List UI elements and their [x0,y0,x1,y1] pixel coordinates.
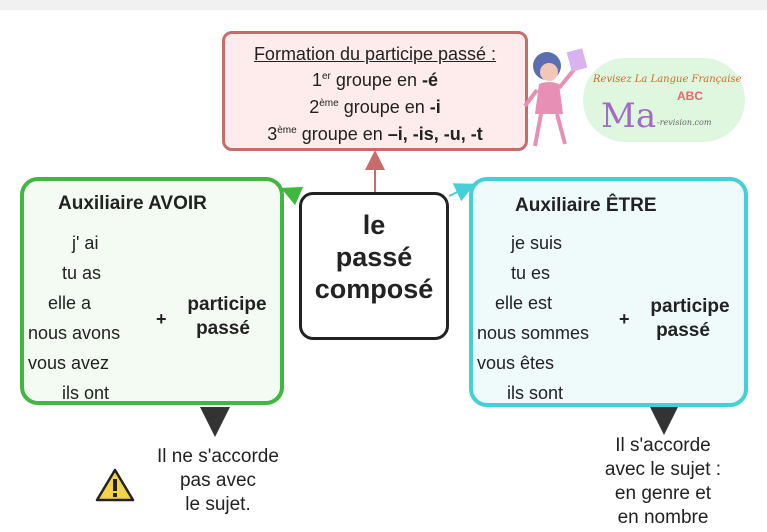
logo-ma: Ma [601,96,657,136]
avoir-plus: + [156,309,167,329]
etre-box: Auxiliaire ÊTRE je suis tu es elle est n… [469,177,748,407]
formation-box: Formation du participe passé : 1er group… [222,31,528,151]
center-line-3: composé [314,274,434,304]
center-box: le passé composé [299,192,449,340]
etre-conj-3: elle est [495,293,553,313]
formation-line-2: 2ème groupe en -i [309,97,441,117]
warning-icon [95,468,135,502]
etre-conj-4: nous sommes [477,323,590,343]
avoir-conj-4: nous avons [28,323,121,343]
avoir-conj-5: vous avez [28,353,110,373]
avoir-conj-3: elle a [48,293,92,313]
avoir-conj-2: tu as [62,263,102,283]
avoir-box: Auxiliaire AVOIR j' ai tu as elle a nous… [20,177,284,405]
center-line-1: le [362,210,386,240]
avoir-conj-6: ils ont [62,383,110,403]
avoir-title: Auxiliaire AVOIR [58,193,207,214]
formation-line-3: 3ème groupe en –i, -is, -u, -t [267,124,483,144]
etre-participe: participe passé [650,296,730,341]
logo-domain: -revision.com [657,118,712,127]
logo-tagline: Revisez La Langue Française [593,74,742,85]
etre-title: Auxiliaire ÊTRE [515,195,657,216]
etre-conj-6: ils sont [507,383,564,403]
etre-conj-1: je suis [511,233,563,253]
avoir-note: Il ne s'accorde pas avec le sujet. [157,446,279,515]
logo-badge [583,58,745,142]
avoir-participe: participe passé [187,294,267,339]
arrow-to-avoir [280,186,304,206]
formation-title: Formation du participe passé : [253,44,497,64]
etre-conj-2: tu es [511,263,551,283]
formation-line-1: 1er groupe en -é [311,70,438,90]
site-logo: Revisez La Langue Française ABC Ma -revi… [517,44,753,154]
mascot-icon [523,48,587,147]
etre-note: Il s'accorde avec le sujet : en genre et… [604,435,722,528]
top-strip [0,0,767,10]
logo-abc: ABC [677,89,703,103]
avoir-conj-1: j' ai [72,233,99,253]
etre-conj-5: vous êtes [477,353,555,373]
etre-plus: + [619,309,630,329]
arrow-to-etre [448,183,476,202]
center-line-2: passé [335,242,413,272]
